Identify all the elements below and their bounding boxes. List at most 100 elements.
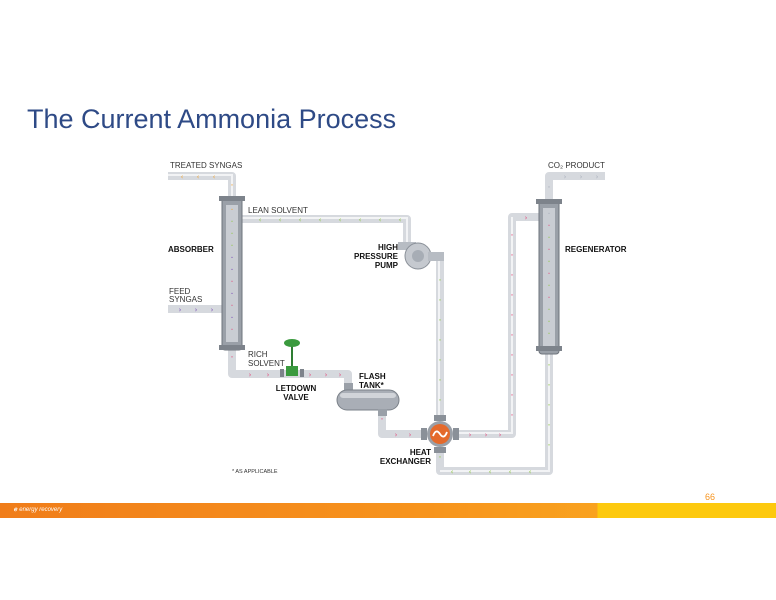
svg-text:›: › [325,371,328,379]
svg-text:ˆ: ˆ [438,279,442,287]
svg-text:ˆ: ˆ [438,359,442,367]
svg-text:ˆ: ˆ [510,294,514,302]
svg-text:ˇ: ˇ [548,333,551,340]
svg-text:‹: ‹ [279,216,282,224]
svg-text:RICH: RICH [248,350,268,359]
svg-text:ˆ: ˆ [231,209,234,216]
footnote: * AS APPLICABLE [232,469,278,475]
svg-text:ˆ: ˆ [438,339,442,347]
svg-text:‹: ‹ [197,173,200,181]
svg-text:›: › [267,371,270,379]
svg-text:‹: ‹ [489,468,492,476]
svg-text:ˆ: ˆ [510,314,514,322]
svg-text:ˇ: ˇ [231,305,234,312]
svg-text:ˇ: ˇ [548,261,551,268]
svg-text:‹: ‹ [529,468,532,476]
svg-text:ˇ: ˇ [548,237,551,244]
svg-text:FEED: FEED [169,287,191,296]
co2-product-label: CO₂ PRODUCT [548,161,605,170]
svg-text:EXCHANGER: EXCHANGER [380,457,431,466]
svg-text:ˆ: ˆ [230,184,234,192]
svg-text:ˆ: ˆ [231,293,234,300]
svg-text:ˆ: ˆ [438,299,442,307]
svg-text:ˆ: ˆ [231,317,234,324]
svg-text:›: › [249,371,252,379]
svg-text:ˇ: ˇ [231,281,234,288]
svg-text:ˇ: ˇ [548,321,551,328]
lean-solvent-pipe-top [242,215,411,245]
high-pressure-pump-label: HIGH PRESSURE PUMP [354,243,399,270]
absorber-label: ABSORBER [168,245,214,254]
svg-text:›: › [499,431,502,439]
svg-text:‹: ‹ [259,216,262,224]
svg-text:ˇ: ˇ [548,249,551,256]
svg-text:‹: ‹ [451,468,454,476]
tank-to-exchanger-pipe [378,407,425,438]
svg-text:ˆ: ˆ [510,354,514,362]
letdown-valve-label: LETDOWN VALVE [276,384,317,402]
svg-text:ˆ: ˆ [231,269,234,276]
heat-exchanger-label: HEAT EXCHANGER [380,448,431,466]
svg-text:ˇ: ˇ [548,273,551,280]
svg-text:ˇ: ˇ [547,384,551,392]
svg-text:ˆ: ˆ [510,234,514,242]
heat-exchanger [421,415,459,453]
svg-text:›: › [179,306,182,314]
svg-text:›: › [469,431,472,439]
absorber-column: ˆ ˇ ˇ ˇ ˆ ˆ ˇ ˆ ˇ ˆ ˇ [219,196,245,351]
letdown-valve [280,339,304,377]
page-number: 66 [705,492,716,502]
svg-text:TANK*: TANK* [359,381,385,390]
svg-text:ˇ: ˇ [231,245,234,252]
lean-solvent-label: LEAN SOLVENT [248,206,308,215]
regenerator-label: REGENERATOR [565,245,627,254]
svg-text:‹: ‹ [299,216,302,224]
svg-text:‹: ‹ [469,468,472,476]
svg-text:FLASH: FLASH [359,372,386,381]
svg-text:‹: ‹ [339,216,342,224]
svg-text:ˇ: ˇ [231,233,234,240]
svg-text:‹: ‹ [319,216,322,224]
svg-text:›: › [596,173,599,181]
svg-text:ˇ: ˇ [380,418,384,426]
logo-text: energy recovery [19,507,63,513]
svg-text:ˇ: ˇ [548,285,551,292]
svg-text:ˆ: ˆ [438,399,442,407]
svg-text:ˇ: ˇ [231,329,234,336]
svg-text:ˇ: ˇ [547,364,551,372]
co2-product-pipe [545,172,605,200]
slide-title: The Current Ammonia Process [27,104,397,134]
svg-text:PUMP: PUMP [375,261,399,270]
svg-text:‹: ‹ [379,216,382,224]
feed-syngas-label: FEED SYNGAS [169,287,202,304]
svg-text:‹: ‹ [181,173,184,181]
logo-icon: ℯ [14,507,18,513]
svg-text:›: › [339,371,342,379]
svg-text:ˇ: ˇ [230,356,234,364]
regenerator-column: ˆ ˇ ˇ ˇ ˇ ˇ ˇ ˇ ˇ ˇ ˇ [536,199,562,355]
treated-syngas-label: TREATED SYNGAS [170,161,242,170]
rich-solvent-label: RICH SOLVENT [248,350,285,368]
svg-text:ˆ: ˆ [438,456,442,464]
svg-text:‹: ‹ [509,468,512,476]
svg-text:LETDOWN: LETDOWN [276,384,317,393]
ammonia-process-diagram: ‹‹‹ ˆ ››› ‹‹‹ ‹‹‹ ‹‹ ˆˆˆ ˆˆˆ ˆ ˇ ›› ››› … [168,161,627,476]
svg-text:ˆ: ˆ [547,186,551,194]
svg-text:‹: ‹ [399,216,402,224]
svg-text:›: › [525,214,528,222]
svg-text:ˇ: ˇ [231,221,234,228]
svg-text:‹: ‹ [359,216,362,224]
svg-text:›: › [409,431,412,439]
svg-text:ˇ: ˇ [548,309,551,316]
svg-text:SOLVENT: SOLVENT [248,359,285,368]
svg-text:ˇ: ˇ [547,404,551,412]
svg-text:ˆ: ˆ [231,257,234,264]
svg-text:ˆ: ˆ [548,213,551,220]
svg-text:ˇ: ˇ [548,297,551,304]
svg-text:›: › [211,306,214,314]
svg-text:›: › [485,431,488,439]
svg-text:HEAT: HEAT [410,448,431,457]
svg-text:ˇ: ˇ [547,424,551,432]
flash-tank-label: FLASH TANK* [359,372,386,390]
svg-text:‹: ‹ [213,173,216,181]
